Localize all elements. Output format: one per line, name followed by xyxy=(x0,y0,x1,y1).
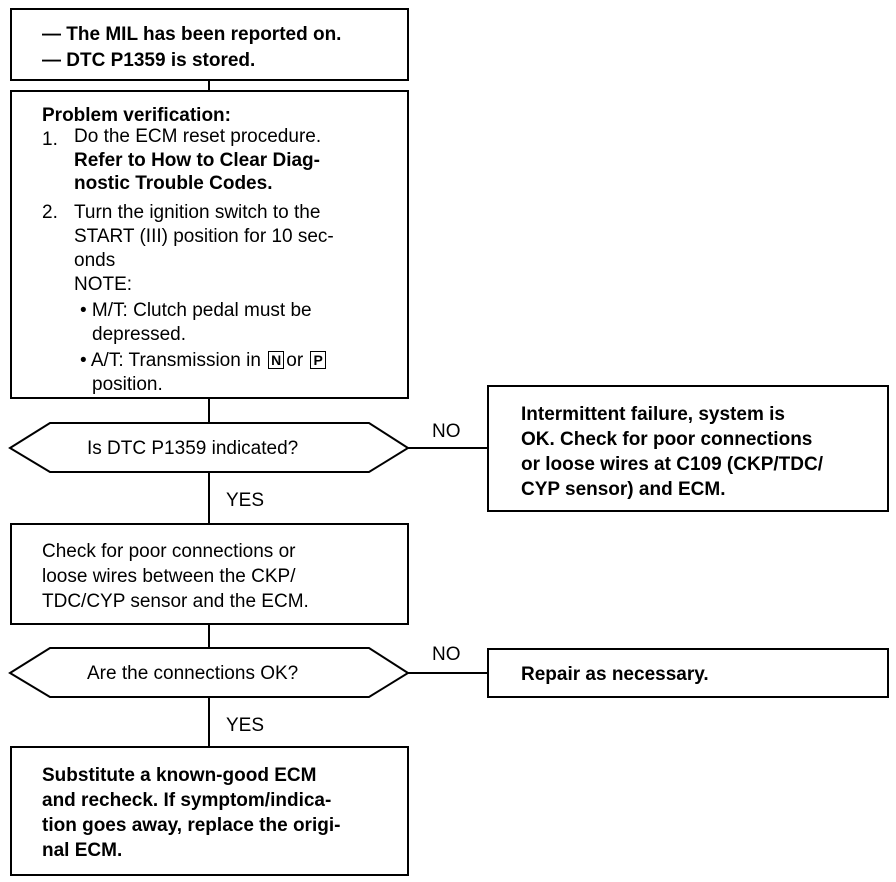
bullet-at-or: or xyxy=(286,350,304,371)
decision-2-shape xyxy=(8,647,410,698)
gear-p-symbol: P xyxy=(310,351,326,369)
start-line-2: — DTC P1359 is stored. xyxy=(42,50,256,71)
step-2-line-3: onds xyxy=(74,250,116,271)
start-line-1: — The MIL has been reported on. xyxy=(42,24,342,45)
step-2-line-1: Turn the ignition switch to the xyxy=(74,202,321,223)
note-label: NOTE: xyxy=(74,274,133,295)
decision-1-yes-label: YES xyxy=(226,490,265,511)
substitute-line-1: Substitute a known-good ECM xyxy=(42,765,317,786)
gear-n-symbol: N xyxy=(268,351,285,369)
check-connections-box: Check for poor connections or loose wire… xyxy=(10,523,409,625)
step-1-text: Do the ECM reset procedure. xyxy=(74,126,322,147)
intermittent-line-4: CYP sensor) and ECM. xyxy=(521,479,726,500)
substitute-line-4: nal ECM. xyxy=(42,840,123,861)
step-1-number: 1. xyxy=(42,129,58,150)
decision-1-no-label: NO xyxy=(432,421,461,442)
check-line-3: TDC/CYP sensor and the ECM. xyxy=(42,591,309,612)
bullet-mt-line-2: depressed. xyxy=(92,324,187,345)
check-line-2: loose wires between the CKP/ xyxy=(42,566,296,587)
repair-box: Repair as necessary. xyxy=(487,648,889,698)
verification-box: Problem verification: 1. Do the ECM rese… xyxy=(10,90,409,399)
step-1-reference-line-2: nostic Trouble Codes. xyxy=(74,173,273,194)
step-1-reference-line-1: Refer to How to Clear Diag- xyxy=(74,150,320,171)
intermittent-line-2: OK. Check for poor connections xyxy=(521,429,813,450)
substitute-ecm-box: Substitute a known-good ECM and recheck.… xyxy=(10,746,409,876)
intermittent-box: Intermittent failure, system is OK. Chec… xyxy=(487,385,889,512)
substitute-line-3: tion goes away, replace the origi- xyxy=(42,815,341,836)
repair-text: Repair as necessary. xyxy=(521,664,709,685)
intermittent-line-1: Intermittent failure, system is xyxy=(521,404,785,425)
bullet-at-line-2: position. xyxy=(92,374,163,395)
bullet-mt-line-1: • M/T: Clutch pedal must be xyxy=(80,300,312,321)
step-2-number: 2. xyxy=(42,202,58,223)
substitute-line-2: and recheck. If symptom/indica- xyxy=(42,790,332,811)
intermittent-line-3: or loose wires at C109 (CKP/TDC/ xyxy=(521,454,823,475)
decision-2-question: Are the connections OK? xyxy=(87,663,299,684)
decision-2-yes-label: YES xyxy=(226,715,265,736)
verification-heading: Problem verification: xyxy=(42,105,231,126)
decision-1-shape xyxy=(8,422,410,473)
bullet-at-text: • A/T: Transmission in xyxy=(80,350,261,371)
check-line-1: Check for poor connections or xyxy=(42,541,296,562)
decision-1-question: Is DTC P1359 indicated? xyxy=(87,438,299,459)
step-2-line-2: START (III) position for 10 sec- xyxy=(74,226,334,247)
start-box: — The MIL has been reported on. — DTC P1… xyxy=(10,8,409,81)
decision-2-no-label: NO xyxy=(432,644,461,665)
